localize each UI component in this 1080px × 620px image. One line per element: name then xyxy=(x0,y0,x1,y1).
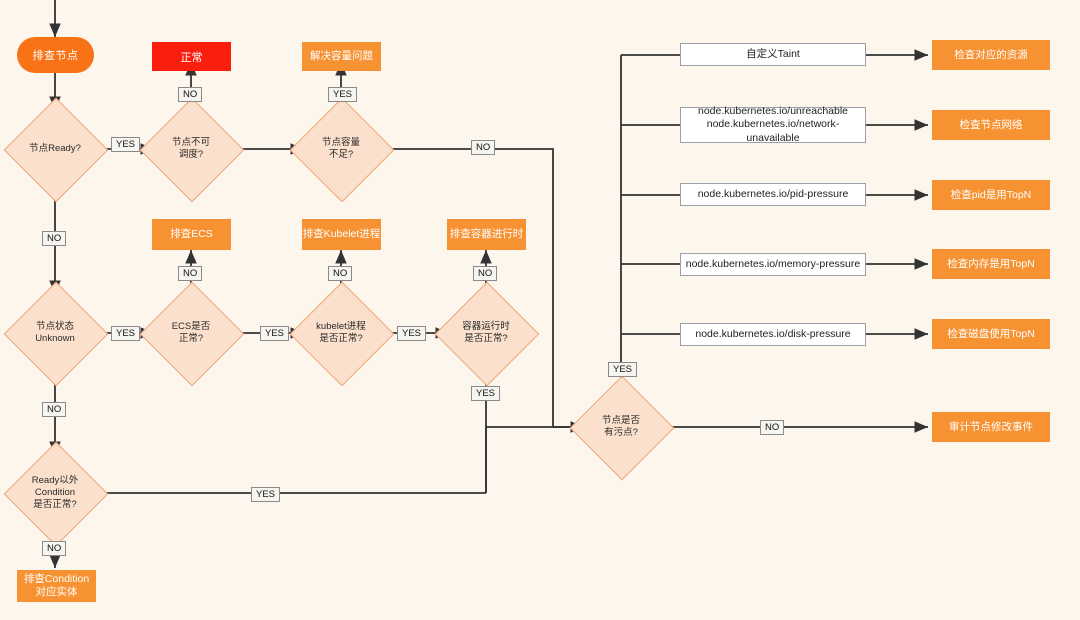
edge-label-condition-yes: YES xyxy=(251,487,281,502)
taint-box-3[interactable]: node.kubernetes.io/memory-pressure xyxy=(680,253,866,276)
decision-node-unschedulable[interactable]: 节点不可调度? xyxy=(139,97,245,203)
decision-label: kubelet进程是否正常? xyxy=(316,321,366,344)
edge-label-condition-no: NO xyxy=(42,541,67,556)
decision-label: 节点是否有污点? xyxy=(601,415,640,438)
node-fix-capacity[interactable]: 解决容量问题 xyxy=(302,42,381,71)
decision-label: 节点Ready? xyxy=(29,143,81,154)
edge-label-ecs-no: NO xyxy=(178,266,203,281)
taint-box-2[interactable]: node.kubernetes.io/pid-pressure xyxy=(680,183,866,206)
taint-box-0[interactable]: 自定义Taint xyxy=(680,43,866,66)
decision-runtime-ok[interactable]: 容器运行时是否正常? xyxy=(434,281,540,387)
edge-label-kubelet-no: NO xyxy=(328,266,353,281)
decision-label: 节点不可调度? xyxy=(171,137,210,160)
decision-label: 容器运行时是否正常? xyxy=(462,321,510,344)
edge-label-taint-no: NO xyxy=(760,420,785,435)
taint-action-3[interactable]: 检查内存是用TopN xyxy=(932,249,1050,279)
taint-action-2[interactable]: 检查pid是用TopN xyxy=(932,180,1050,210)
node-check-ecs[interactable]: 排查ECS xyxy=(152,219,231,250)
taint-box-4[interactable]: node.kubernetes.io/disk-pressure xyxy=(680,323,866,346)
decision-node-taint[interactable]: 节点是否有污点? xyxy=(569,375,675,481)
taint-action-0[interactable]: 检查对应的资源 xyxy=(932,40,1050,70)
node-audit-node-events[interactable]: 审计节点修改事件 xyxy=(932,412,1050,442)
decision-ecs-ok[interactable]: ECS是否正常? xyxy=(139,281,245,387)
node-check-kubelet[interactable]: 排查Kubelet进程 xyxy=(302,219,381,250)
edge-label-runtime-yes: YES xyxy=(471,386,501,401)
decision-node-ready[interactable]: 节点Ready? xyxy=(3,97,109,203)
edge-label-kubelet-yes: YES xyxy=(397,326,427,341)
edge-label-unknown-yes: YES xyxy=(111,326,141,341)
edge-label-capacity-no: NO xyxy=(471,140,496,155)
node-check-runtime[interactable]: 排查容器进行时 xyxy=(447,219,526,250)
decision-node-capacity[interactable]: 节点容量不足? xyxy=(289,97,395,203)
edge-label-runtime-no: NO xyxy=(473,266,498,281)
decision-kubelet-ok[interactable]: kubelet进程是否正常? xyxy=(289,281,395,387)
edge-label-ready-no: NO xyxy=(42,231,67,246)
node-start[interactable]: 排查节点 xyxy=(17,37,94,73)
edge-label-unschedulable-no: NO xyxy=(178,87,203,102)
edge-label-unknown-no: NO xyxy=(42,402,67,417)
taint-action-4[interactable]: 检查磁盘使用TopN xyxy=(932,319,1050,349)
decision-label: ECS是否正常? xyxy=(171,321,211,344)
edge-label-capacity-yes: YES xyxy=(328,87,358,102)
node-normal[interactable]: 正常 xyxy=(152,42,231,71)
taint-action-1[interactable]: 检查节点网络 xyxy=(932,110,1050,140)
edge-label-ready-yes: YES xyxy=(111,137,141,152)
edge-label-taint-yes: YES xyxy=(608,362,638,377)
edge-label-ecs-yes: YES xyxy=(260,326,290,341)
decision-label: 节点容量不足? xyxy=(321,137,360,160)
